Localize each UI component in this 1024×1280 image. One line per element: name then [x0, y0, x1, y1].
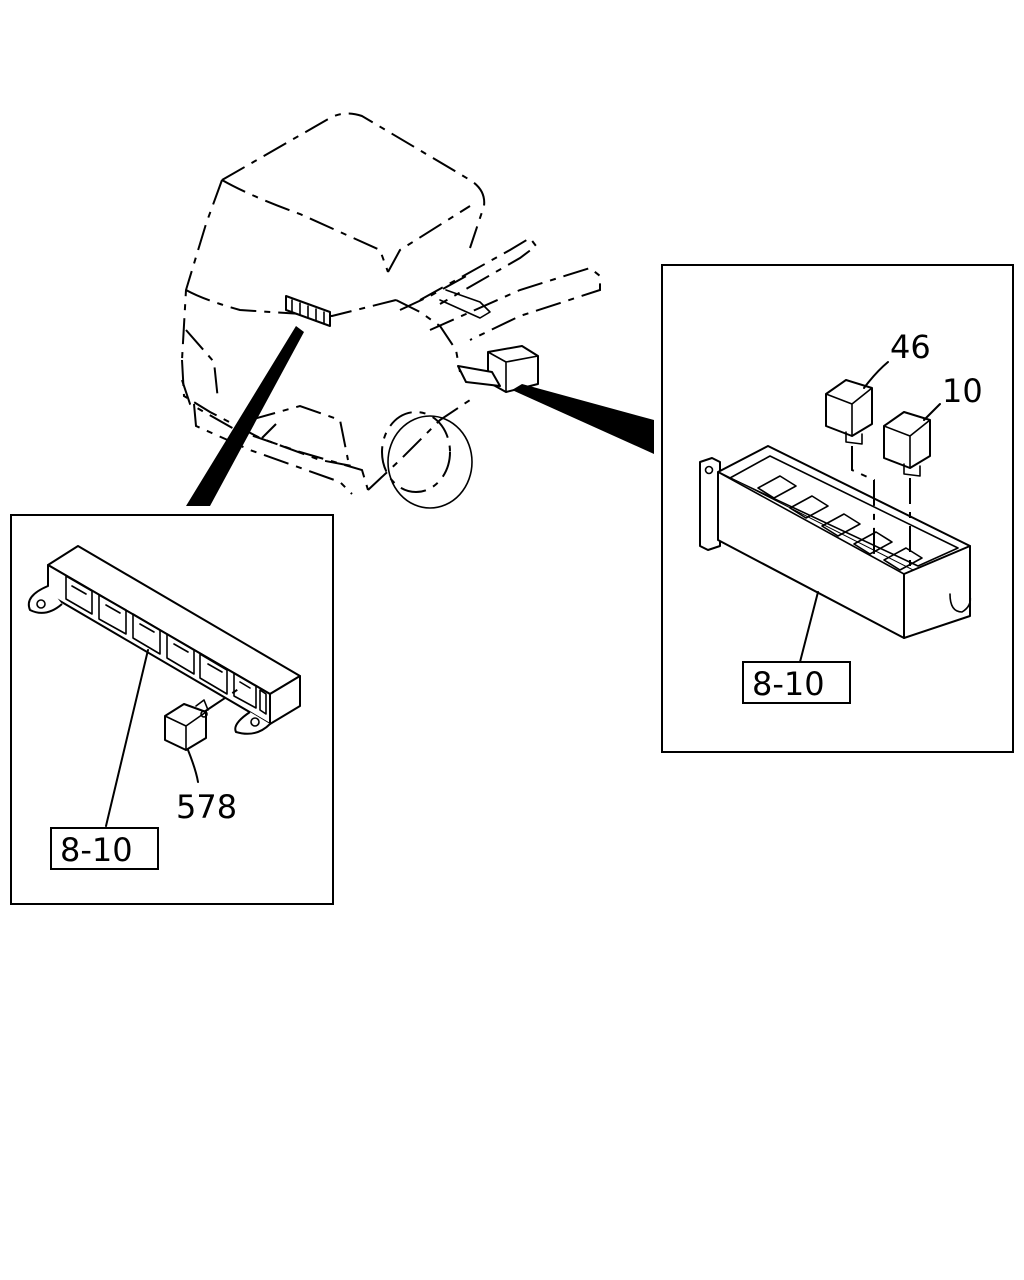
leader-wedge-right: [512, 384, 654, 454]
truck-cab-illustration: [181, 112, 601, 509]
reference-8-10-right: 8-10: [752, 665, 825, 703]
leader-46: [863, 361, 889, 389]
leader-8-10-left: [105, 649, 149, 827]
leader-relay-578-to-slot: [203, 687, 241, 713]
reference-box-right: [742, 661, 851, 704]
leader-8-10-right: [799, 591, 819, 663]
relay-578: [164, 699, 209, 751]
callout-578: 578: [176, 788, 237, 826]
leader-wedge-left: [186, 326, 304, 506]
fender-relay-box-small: [457, 345, 539, 393]
leader-578: [187, 749, 199, 783]
callout-46: 46: [890, 328, 931, 366]
reference-8-10-left: 8-10: [60, 831, 133, 869]
fuse-block-left: [27, 545, 301, 735]
relay-10: [883, 411, 931, 477]
guide-relay-46: [851, 446, 875, 556]
reference-box-left: [50, 827, 159, 870]
callout-10: 10: [942, 372, 983, 410]
relay-46: [825, 379, 873, 445]
hood-connector-block-small: [285, 295, 331, 327]
relay-box-right: [699, 445, 972, 639]
leader-10: [923, 403, 941, 421]
